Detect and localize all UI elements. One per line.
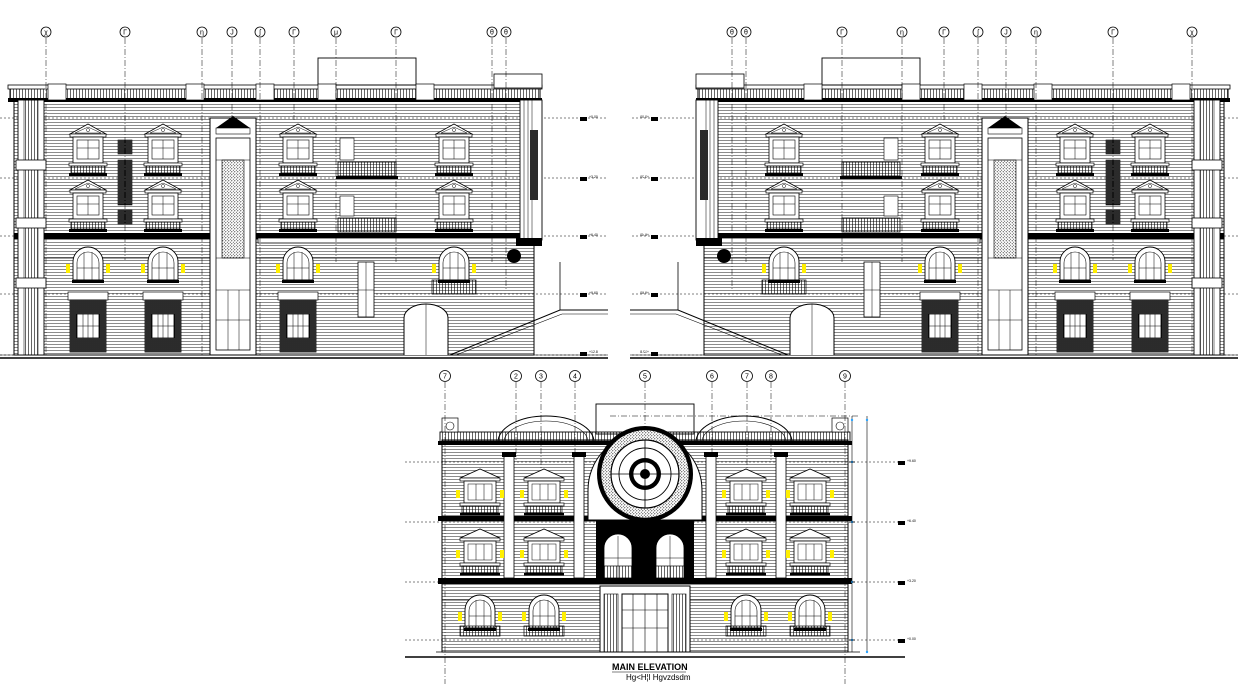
grid-bubble: χ <box>40 26 52 38</box>
svg-text:Γ: Γ <box>840 30 844 37</box>
svg-text:χ: χ <box>1190 30 1194 37</box>
svg-text:θ: θ <box>730 30 734 37</box>
grid-bubble: 3 <box>535 370 547 382</box>
grid-bubble: 6 <box>706 370 718 382</box>
svg-text:ʃ: ʃ <box>976 30 980 37</box>
grid-bubble: J <box>226 26 238 38</box>
grid-bubble: 2 <box>510 370 522 382</box>
svg-text:Γ: Γ <box>394 30 398 37</box>
svg-text:μ: μ <box>334 30 338 37</box>
main-elevation: +9.60 +6.40 +3.20 +0.00 7 2 3 <box>405 370 916 684</box>
svg-text:5: 5 <box>643 374 647 381</box>
grid-bubble: χ <box>1186 26 1198 38</box>
grid-bubble: μ <box>330 26 342 38</box>
left-grid-bubbles: χ Γ η J ʃ Γ μ <box>40 26 512 38</box>
svg-text:3: 3 <box>539 374 543 381</box>
grid-bubble: Γ <box>938 26 950 38</box>
grid-bubble: Γ <box>288 26 300 38</box>
main-elevation-title: MAIN ELEVATION <box>612 662 688 672</box>
svg-text:J: J <box>230 30 234 37</box>
grid-bubble: η <box>196 26 208 38</box>
svg-text:8: 8 <box>769 374 773 381</box>
svg-text:+0.00: +0.00 <box>907 637 916 641</box>
grid-bubble: Γ <box>1107 26 1119 38</box>
svg-text:θ: θ <box>504 30 508 37</box>
svg-text:ʃ: ʃ <box>258 30 262 37</box>
svg-text:7: 7 <box>745 374 749 381</box>
grid-bubble: 8 <box>765 370 777 382</box>
svg-text:Γ: Γ <box>123 30 127 37</box>
grid-bubble: Γ <box>119 26 131 38</box>
svg-text:Γ: Γ <box>942 30 946 37</box>
svg-text:η: η <box>1034 30 1038 37</box>
svg-text:4: 4 <box>573 374 577 381</box>
grid-bubble: θ <box>726 26 738 38</box>
grid-bubble: 4 <box>569 370 581 382</box>
svg-text:+3.20: +3.20 <box>907 579 916 583</box>
main-elevation-subtitle: Hg<H¦l Hgvzdsdm <box>626 673 691 682</box>
grid-bubble: ʃ <box>254 26 266 38</box>
right-grid-bubbles: θ θ Γ η Γ ʃ J <box>726 26 1198 38</box>
svg-text:χ: χ <box>44 30 48 37</box>
rose-window <box>587 426 703 522</box>
grid-bubble: θ <box>486 26 498 38</box>
svg-text:2: 2 <box>514 374 518 381</box>
svg-text:θ: θ <box>490 30 494 37</box>
grid-bubble: η <box>896 26 908 38</box>
grid-bubble: η <box>1030 26 1042 38</box>
svg-text:Γ: Γ <box>1111 30 1115 37</box>
grid-bubble: J <box>1000 26 1012 38</box>
svg-text:J: J <box>1004 30 1008 37</box>
grid-bubble: ʃ <box>972 26 984 38</box>
svg-text:Γ: Γ <box>292 30 296 37</box>
svg-text:θ: θ <box>744 30 748 37</box>
grid-bubble: Γ <box>836 26 848 38</box>
svg-text:η: η <box>200 30 204 37</box>
svg-text:+6.40: +6.40 <box>907 519 916 523</box>
svg-text:η: η <box>900 30 904 37</box>
svg-text:9: 9 <box>843 374 847 381</box>
grid-bubble: 9 <box>839 370 851 382</box>
svg-text:6: 6 <box>710 374 714 381</box>
main-grid-bubbles: 7 2 3 4 5 6 7 <box>439 370 851 382</box>
grid-bubble: 7 <box>741 370 753 382</box>
grid-bubble: Γ <box>390 26 402 38</box>
svg-text:+9.60: +9.60 <box>907 459 916 463</box>
grid-bubble: 5 <box>639 370 651 382</box>
left-side-elevation: χ Γ η J ʃ Γ μ <box>0 26 608 358</box>
right-side-elevation: θ θ Γ η Γ ʃ J <box>630 26 1238 358</box>
svg-text:7: 7 <box>443 374 447 381</box>
grid-bubble: 7 <box>439 370 451 382</box>
grid-bubble: θ <box>740 26 752 38</box>
grid-bubble: θ <box>500 26 512 38</box>
